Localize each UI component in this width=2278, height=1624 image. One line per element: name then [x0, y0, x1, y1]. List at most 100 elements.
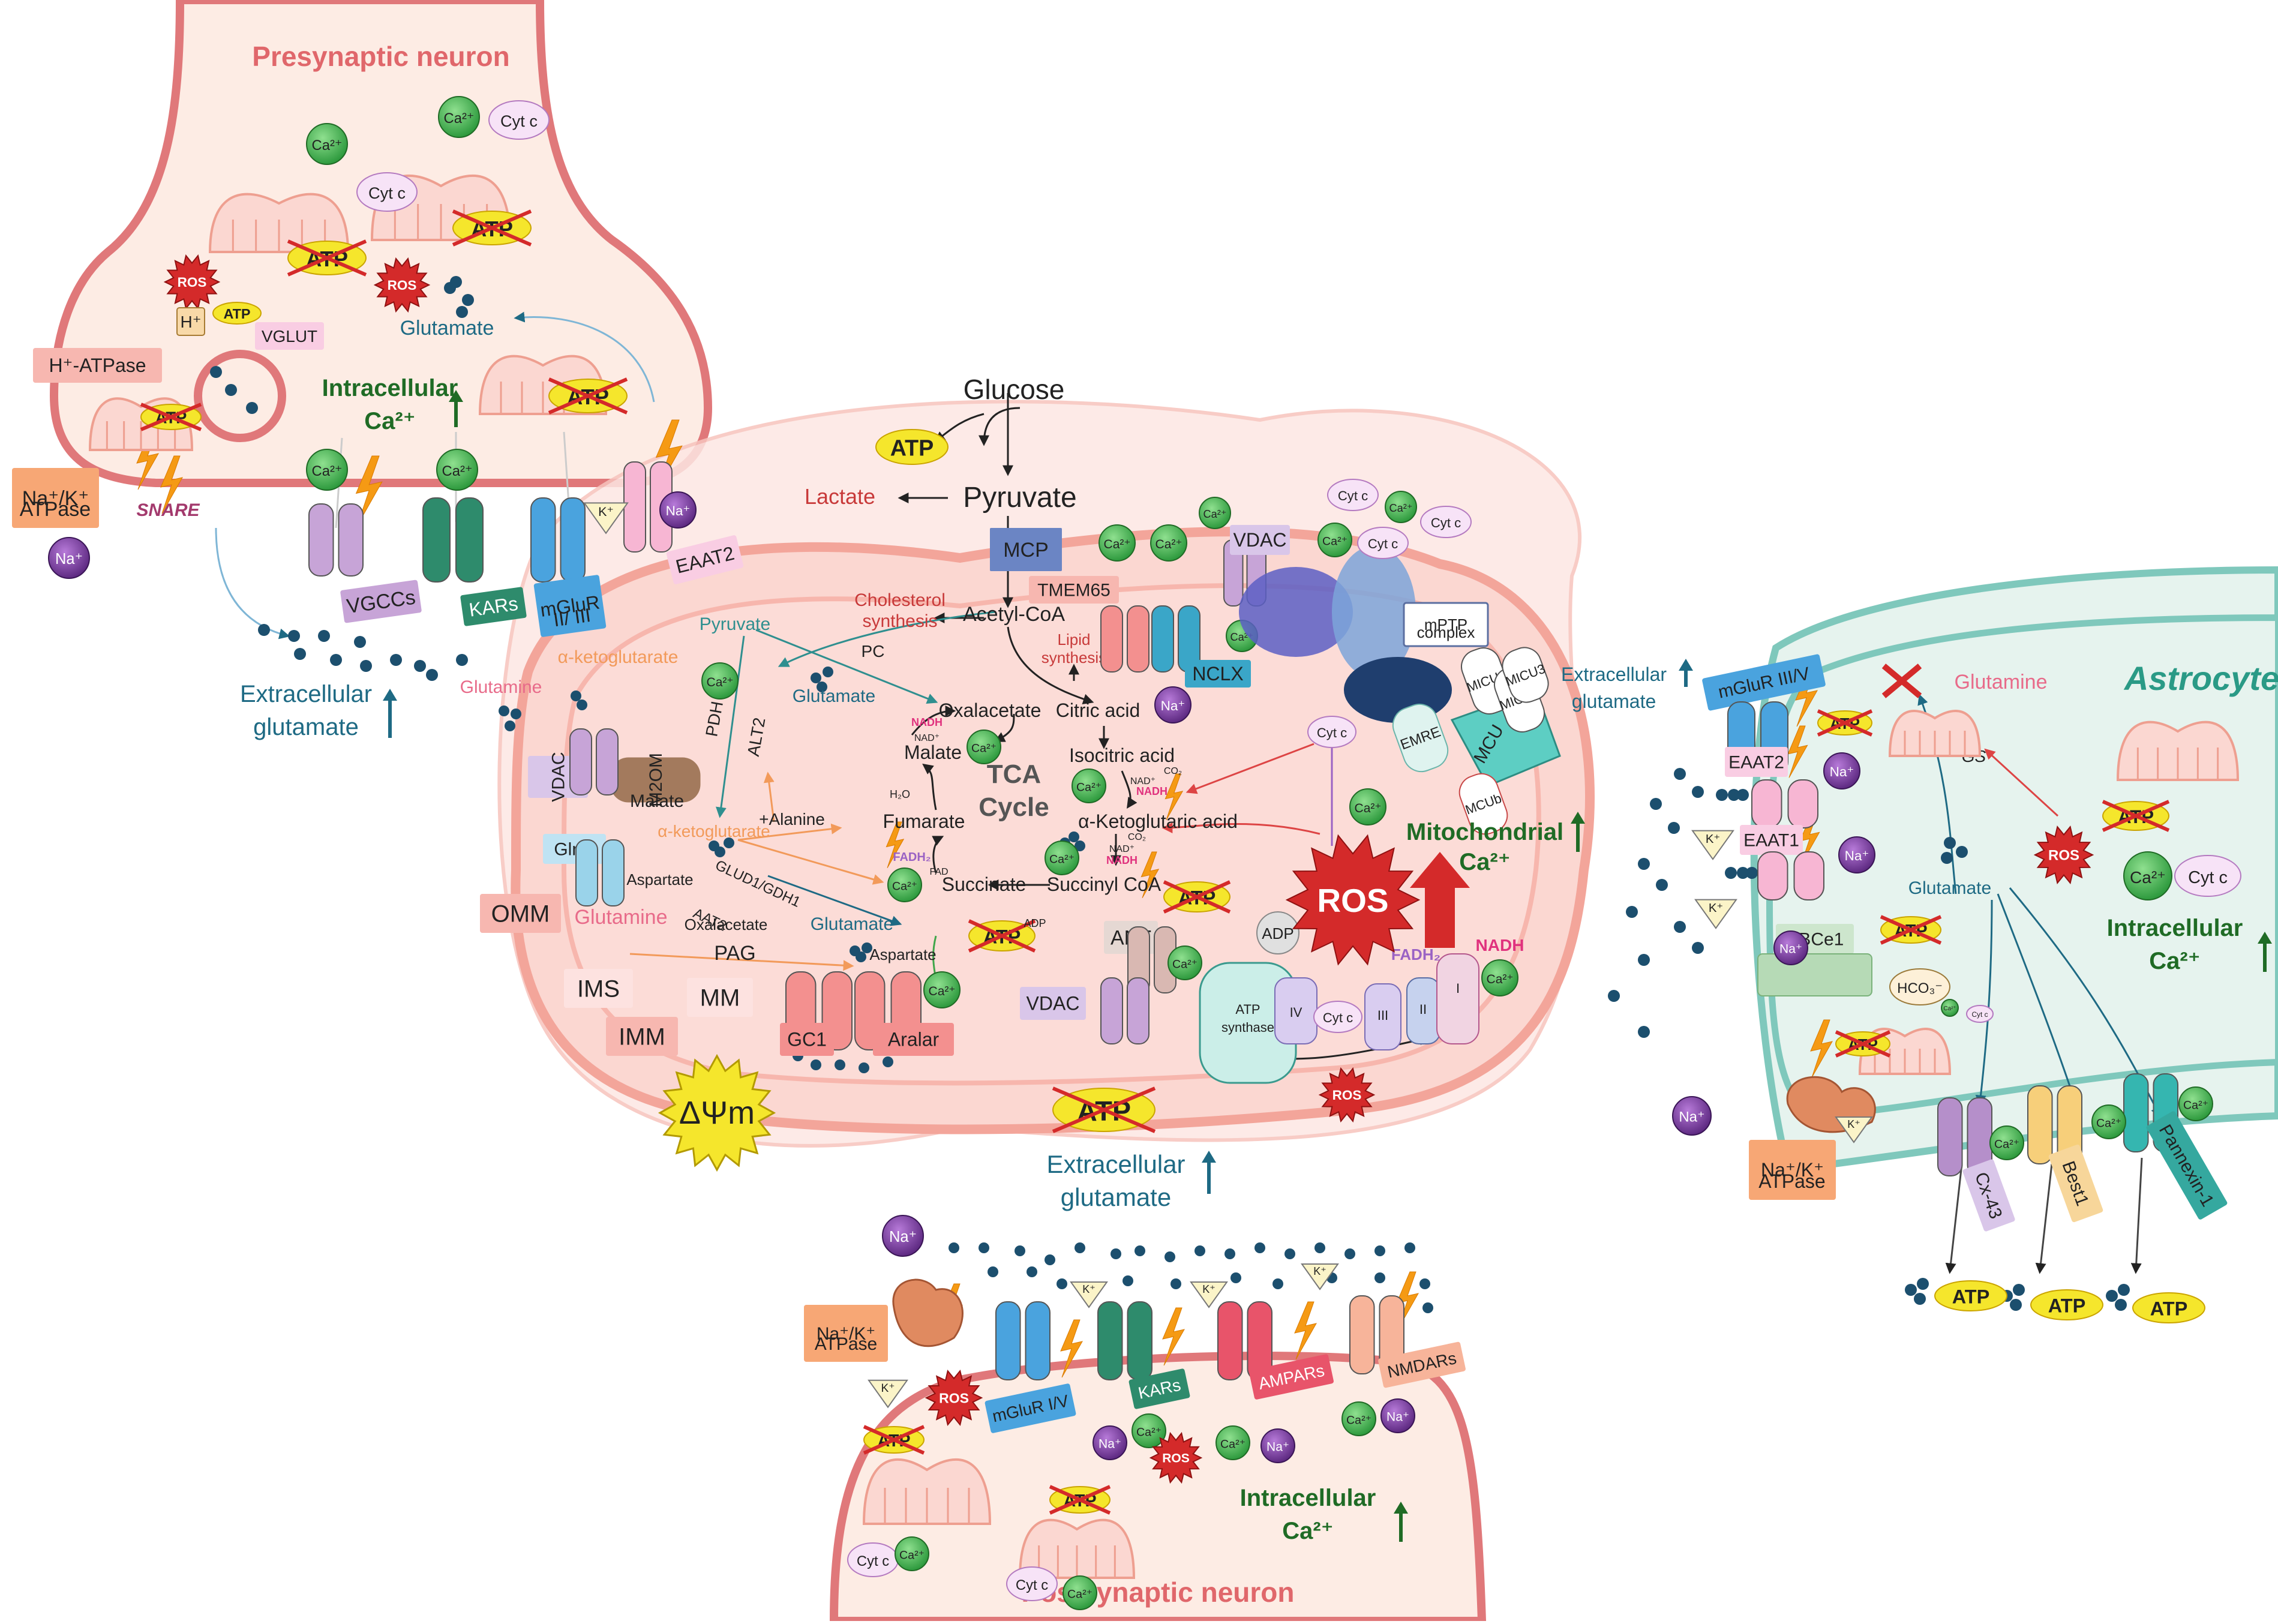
presynaptic-extracellular-glutamate-label: glutamate	[253, 714, 359, 740]
mm-label-text: MM	[700, 985, 740, 1011]
cytochrome-c-icon: Cyt c	[847, 1542, 899, 1577]
potassium-ion-label: K⁺	[1202, 1283, 1215, 1295]
calcium-ion-icon: Ca²⁺	[1341, 1401, 1376, 1436]
calcium-ion-icon: Ca²⁺	[306, 449, 348, 491]
complex-iii-icon	[1364, 983, 1401, 1050]
glutamine2-label: Glutamine	[575, 906, 668, 929]
astro-eaat1-label: EAAT1	[1740, 825, 1803, 855]
kars-label: KARs	[460, 587, 527, 626]
glutamate-dot	[360, 660, 372, 672]
tmem65-label-text: TMEM65	[1037, 581, 1111, 601]
ros-icon: ROS	[1318, 1067, 1376, 1123]
bicarbonate-label: HCO₃⁻	[1897, 980, 1943, 996]
calcium-ion-icon: Ca²⁺	[1132, 1413, 1166, 1448]
ros-increase-arrow	[1410, 852, 1470, 948]
cytochrome-c-icon: Cyt c	[1966, 1005, 1994, 1023]
atp-label: ATP	[2048, 1295, 2086, 1317]
vglut-label: VGLUT	[255, 322, 324, 350]
glutamate-dot	[1956, 846, 1968, 858]
m2om-label: M2OM	[610, 753, 701, 807]
adp-small-label: ADP	[1024, 917, 1046, 929]
glutamine-blocked-icon-2	[1881, 664, 1922, 698]
calcium-ion-icon: Ca²⁺	[306, 123, 348, 165]
potassium-ion-label: K⁺	[1709, 902, 1723, 915]
co2-label-2: CO₂	[1128, 832, 1146, 842]
proton-badge-bg	[176, 307, 205, 336]
fumarate-label: Fumarate	[883, 811, 965, 832]
cytochrome-c-label: Cyt c	[1323, 1010, 1353, 1025]
glutamate-dot	[1404, 1242, 1415, 1253]
calcium-ion-icon: Ca²⁺	[1150, 524, 1187, 562]
astro-extracellular-line2: glutamate	[1572, 691, 1656, 712]
sodium-ion-icon: Na⁺	[882, 1215, 924, 1257]
potassium-ion-label: K⁺	[1706, 833, 1720, 846]
cytochrome-c-label: Cyt c	[1431, 515, 1461, 530]
atp-depleted-icon: ATP	[287, 239, 367, 277]
presynaptic-intracellular-ca-label: Ca²⁺	[364, 408, 416, 434]
glutamate-dot	[1015, 1245, 1025, 1256]
lightning-icon	[1060, 1319, 1083, 1378]
astro-na-k-label: Na⁺/K⁺	[1749, 1140, 1836, 1200]
calcium-ion-icon: Ca²⁺	[1045, 840, 1079, 875]
calcium-ion-icon: Ca²⁺	[1385, 491, 1417, 523]
calcium-ion-label: Ca²⁺	[444, 110, 475, 127]
atp-depleted-icon: ATP	[1835, 1030, 1891, 1058]
sodium-ion-label: Na⁺	[1266, 1440, 1289, 1454]
mcub-label: MCUb	[1458, 773, 1508, 835]
glutamate-dot	[330, 654, 342, 666]
calcium-ion-icon: Ca²⁺	[1481, 959, 1518, 996]
glutamate-dot	[1194, 1245, 1205, 1256]
calcium-ion-label: Ca²⁺	[1994, 1137, 2019, 1151]
glutamate-dot	[1027, 1266, 1037, 1277]
calcium-ion-icon: Ca²⁺	[2123, 851, 2172, 900]
potassium-ion-label: K⁺	[1847, 1118, 1860, 1130]
pag-label: PAG	[714, 942, 755, 965]
glutamate-dot	[456, 654, 468, 666]
post-na-k-pump-icon	[892, 1278, 964, 1347]
atp-synthase-line2: synthase	[1221, 1020, 1274, 1035]
post-kar-channel-icon	[1097, 1301, 1152, 1380]
acetyl-coa-label: Acetyl-CoA	[963, 603, 1065, 626]
proton-badge-text: H⁺	[181, 313, 202, 331]
glutamate-dot	[835, 1059, 845, 1070]
astro-glutamine-label: Glutamine	[1955, 671, 2048, 694]
glutamate-dot	[2118, 1284, 2130, 1296]
vdac-bottom-label: VDAC	[1020, 987, 1086, 1020]
ros-label: ROS	[178, 275, 207, 290]
post-intracellular-line2: Ca²⁺	[1282, 1518, 1334, 1544]
glutamate-dot	[246, 402, 258, 414]
glutamate-dot	[1164, 1251, 1175, 1262]
potassium-ion-icon: K⁺	[1301, 1263, 1339, 1290]
tca-label: TCA	[987, 760, 1041, 789]
glutamate-dot	[1045, 1254, 1055, 1265]
presynaptic-na-k-atpase-line2: ATPase	[20, 498, 91, 521]
glutamate-dot	[1419, 1278, 1430, 1289]
small-mitochondrion-icon	[1888, 710, 1982, 757]
glutamate-dot	[414, 660, 426, 672]
cx43-channel-icon	[1937, 1097, 1992, 1176]
adp-icon	[1256, 911, 1299, 954]
atp-icon: ATP	[212, 302, 262, 325]
calcium-ion-label: Ca²⁺	[1322, 535, 1347, 548]
nmdars-label-bg	[1378, 1341, 1466, 1388]
mcp-label: MCP	[990, 528, 1062, 571]
presynaptic-mglur-label: mGluR	[533, 575, 607, 637]
glutamate-dot	[1650, 798, 1662, 810]
synaptic-vesicle	[194, 350, 286, 442]
omm-label: OMM	[480, 894, 561, 933]
sodium-ion-icon: Na⁺	[1672, 1096, 1712, 1136]
mglur-channel-icon	[530, 497, 586, 583]
glutamate-dot	[1314, 1242, 1325, 1253]
glutamate-dot	[1725, 867, 1737, 879]
atp-label: ATP	[890, 436, 934, 461]
nad-label-1: NAD⁺	[914, 733, 940, 743]
astro-eaat2-channel-icon	[1751, 779, 1818, 828]
imm-label-text: IMM	[619, 1024, 665, 1050]
delta-psi-label: ΔΨm	[679, 1095, 755, 1131]
mptp-label-bg	[1403, 602, 1489, 647]
imm-label-bg	[606, 1017, 678, 1056]
sodium-ion-icon: Na⁺	[1154, 686, 1191, 724]
increase-arrow-head	[1571, 812, 1585, 824]
nclx-label-bg	[1185, 660, 1251, 688]
